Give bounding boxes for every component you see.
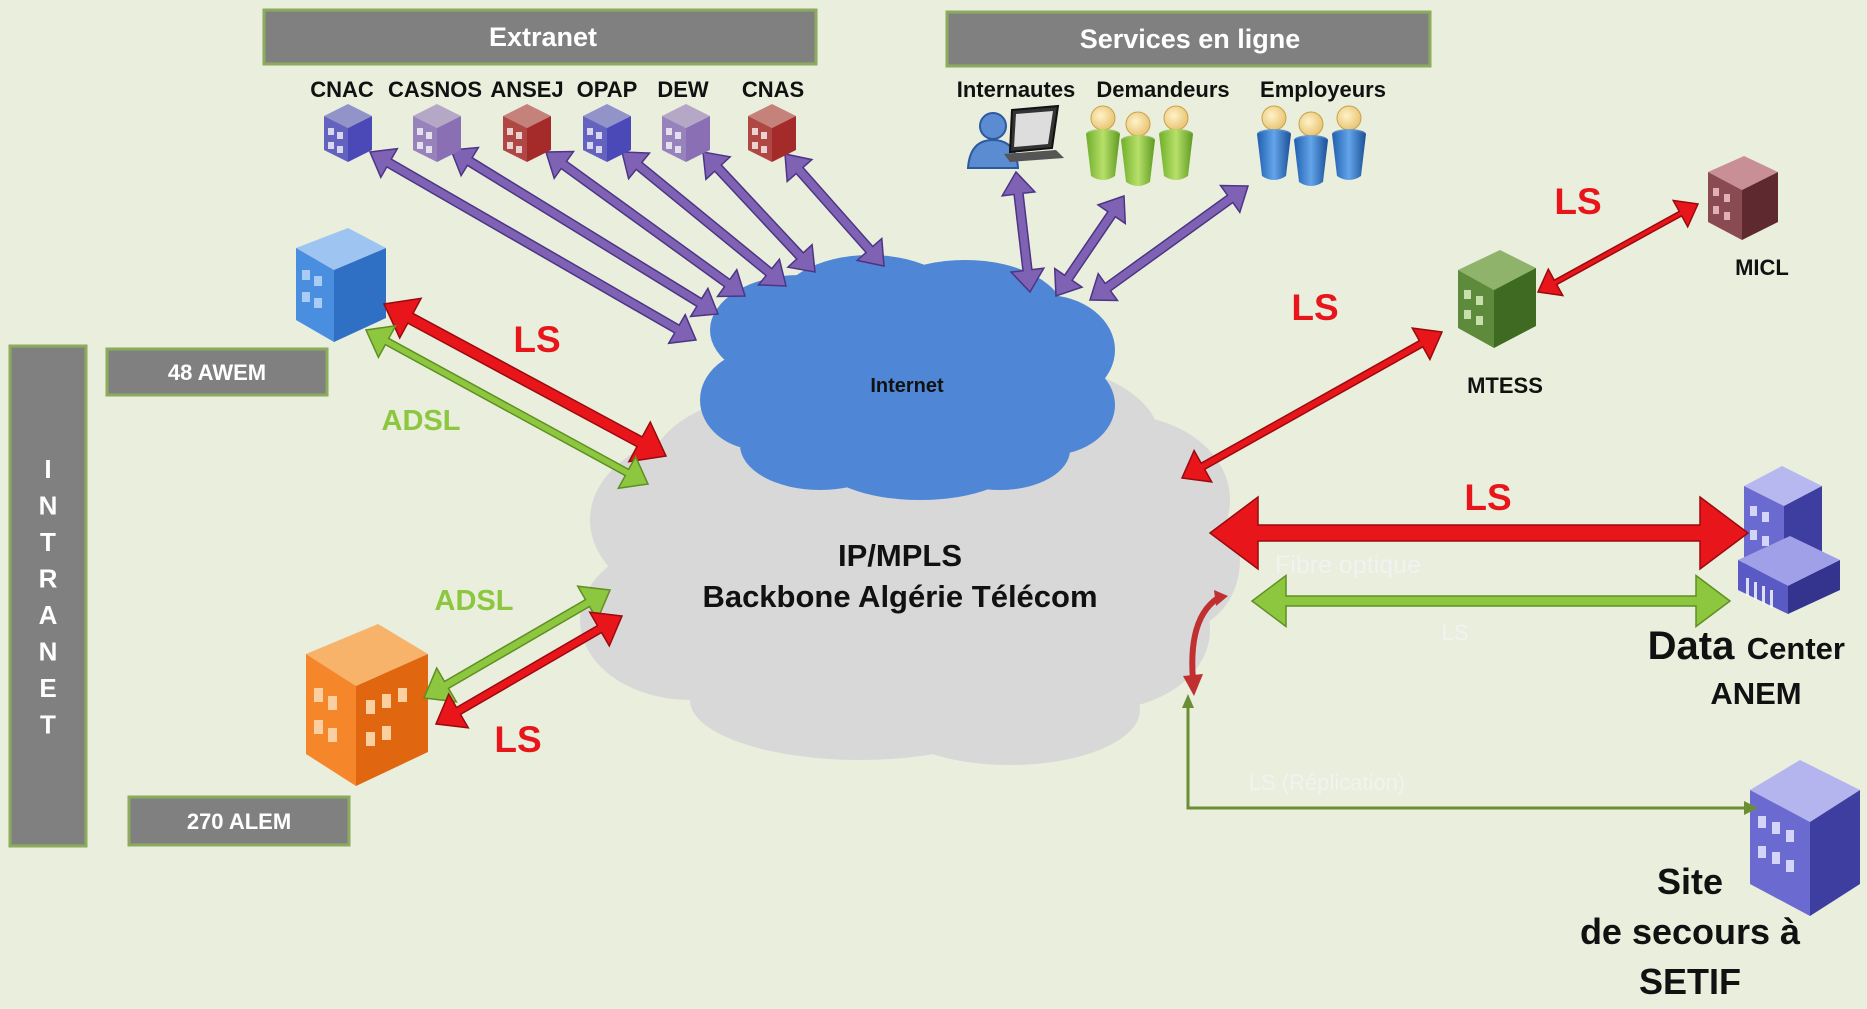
person-icon: [1121, 111, 1155, 186]
secours-building-icon: [1750, 760, 1860, 916]
ls-datacenter-arrow: [1208, 495, 1750, 571]
ls-green-arrow: [1250, 574, 1732, 628]
extranet-arrows: [368, 146, 1250, 345]
alem-label: 270 ALEM: [187, 809, 291, 834]
awem-building-icon: [296, 228, 386, 342]
intranet-letter: I: [44, 454, 51, 484]
ls-replication-label: LS (Réplication): [1249, 770, 1406, 795]
extranet-org-label: OPAP: [577, 77, 638, 102]
services-title: Services en ligne: [1080, 24, 1301, 54]
extranet-org-label: CNAC: [310, 77, 374, 102]
building-icon: [503, 104, 551, 162]
purple-link-arrow: [702, 151, 816, 273]
backbone-line1: IP/MPLS: [838, 538, 962, 573]
extranet-orgs: CNAC CASNOS ANSEJ OPAP DEW CNAS: [310, 77, 804, 162]
extranet-header: Extranet: [262, 8, 818, 66]
intranet-letter: A: [39, 600, 58, 630]
building-icon: [413, 104, 461, 162]
awem-label-box: 48 AWEM: [105, 347, 329, 397]
services-header: Services en ligne: [945, 10, 1432, 68]
extranet-org-label: ANSEJ: [490, 77, 563, 102]
intranet-letter: T: [40, 710, 56, 740]
datacenter-label-line2: ANEM: [1710, 676, 1801, 711]
building-icon: [583, 104, 631, 162]
adsl-alem-arrow: [422, 585, 612, 703]
alem-building-icon: [306, 624, 428, 786]
extranet-org-label: CNAS: [742, 77, 804, 102]
replication-link: [1182, 694, 1758, 815]
datacenter-label: Data Center: [1648, 624, 1845, 668]
extranet-org-label: CASNOS: [388, 77, 482, 102]
awem-label: 48 AWEM: [168, 360, 266, 385]
datacenter-label-big: Data: [1648, 624, 1735, 668]
link-arrows: [364, 199, 1750, 729]
curved-red-arrow: [1183, 590, 1228, 696]
purple-link-arrow: [1000, 170, 1046, 294]
job-seekers-icon: [1086, 105, 1193, 186]
employeurs-label: Employeurs: [1260, 77, 1386, 102]
secours-label-line2: de secours à: [1580, 911, 1801, 952]
person-icon: [1294, 111, 1328, 186]
purple-link-arrow: [449, 146, 720, 318]
ls-awem-arrow: [382, 297, 668, 463]
building-icon: [324, 104, 372, 162]
ls-mtess-label: LS: [1291, 287, 1338, 328]
user-laptop-icon: [966, 104, 1064, 169]
intranet-letter: E: [39, 673, 56, 703]
purple-link-arrow: [621, 151, 787, 287]
purple-link-arrow: [1088, 184, 1250, 302]
adsl-awem-arrow: [364, 324, 650, 490]
building-icon: [662, 104, 710, 162]
internautes-group: Internautes: [957, 77, 1076, 169]
building-icon: [748, 104, 796, 162]
intranet-letter: R: [39, 564, 58, 594]
adsl-alem-label: ADSL: [435, 585, 514, 617]
micl-building-icon: [1708, 156, 1778, 240]
intranet-letter: T: [40, 527, 56, 557]
ls-datacenter-label: LS: [1464, 477, 1511, 518]
employeurs-group: Employeurs: [1257, 77, 1386, 186]
ls-awem-label: LS: [513, 319, 560, 360]
person-icon: [1257, 105, 1291, 180]
demandeurs-label: Demandeurs: [1096, 77, 1229, 102]
person-icon: [1332, 105, 1366, 180]
ls-mtess-arrow: [1180, 327, 1444, 483]
ls-micl-label: LS: [1554, 181, 1601, 222]
secours-label-line3: SETIF: [1639, 961, 1741, 1002]
demandeurs-group: Demandeurs: [1086, 77, 1230, 186]
purple-link-arrow: [1053, 194, 1127, 298]
purple-link-arrow: [368, 147, 698, 345]
internautes-label: Internautes: [957, 77, 1076, 102]
mtess-label: MTESS: [1467, 373, 1543, 398]
ls-alem-arrow: [434, 611, 624, 729]
internet-label: Internet: [870, 375, 944, 397]
purple-link-arrow: [544, 150, 747, 298]
mtess-building-icon: [1458, 250, 1536, 348]
secours-label-line1: Site: [1657, 861, 1723, 902]
employers-icon: [1257, 105, 1366, 186]
extranet-org-label: DEW: [657, 77, 709, 102]
adsl-awem-label: ADSL: [382, 405, 461, 437]
person-icon: [1086, 105, 1120, 180]
person-icon: [1159, 105, 1193, 180]
ls-alem-label: LS: [494, 719, 541, 760]
fibre-label: Fibre optique: [1275, 551, 1421, 579]
datacenter-building-icon: [1738, 466, 1840, 614]
intranet-letter: N: [39, 491, 58, 521]
ls-green-label: LS: [1442, 620, 1469, 645]
intranet-letter: N: [39, 637, 58, 667]
micl-label: MICL: [1735, 255, 1789, 280]
purple-link-arrow: [784, 153, 885, 267]
extranet-title: Extranet: [489, 22, 597, 52]
backbone-line2: Backbone Algérie Télécom: [702, 579, 1097, 614]
internet-cloud: Internet: [700, 255, 1115, 500]
alem-label-box: 270 ALEM: [127, 795, 351, 847]
datacenter-label-small: Center: [1747, 631, 1845, 666]
ls-micl-arrow: [1536, 199, 1700, 297]
